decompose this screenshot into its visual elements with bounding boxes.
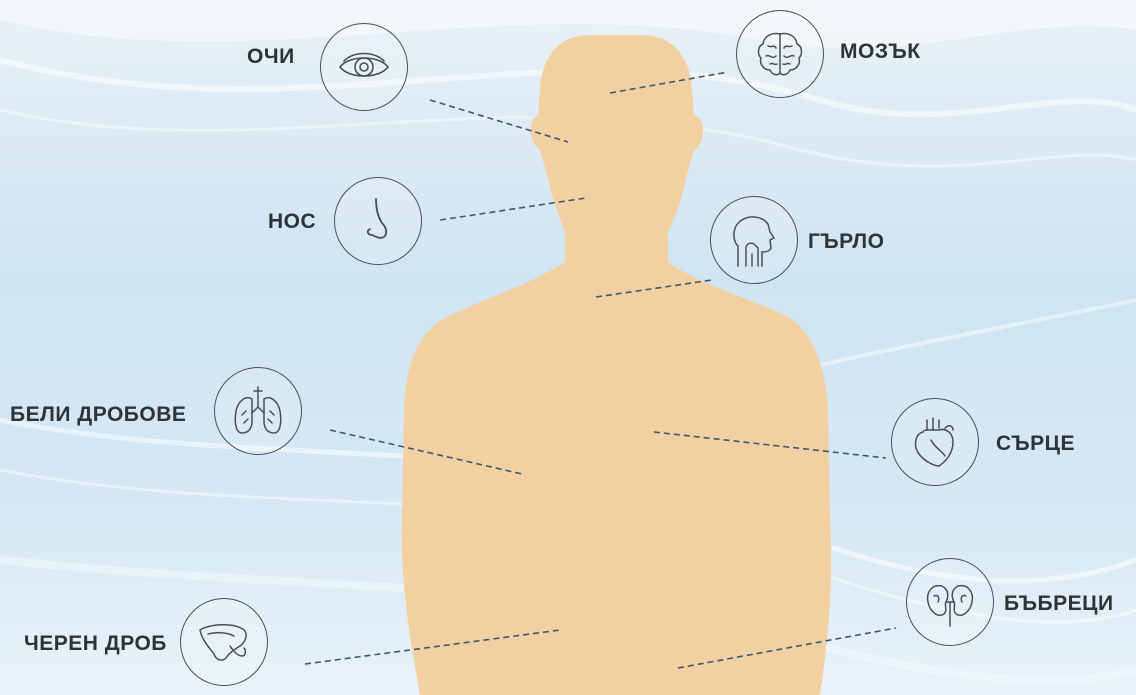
circle-liver	[180, 598, 268, 686]
circle-nose	[334, 177, 422, 265]
heart-icon	[905, 412, 965, 472]
throat-icon	[724, 210, 784, 270]
circle-heart	[891, 398, 979, 486]
connector-eyes	[430, 100, 568, 142]
connector-nose	[440, 198, 586, 220]
circle-eyes	[320, 23, 408, 111]
circle-kidneys	[906, 558, 994, 646]
label-liver: ЧЕРЕН ДРОБ	[24, 632, 167, 656]
connector-kidneys	[678, 628, 896, 668]
circle-lungs	[214, 367, 302, 455]
liver-icon	[194, 612, 254, 672]
circle-throat	[710, 196, 798, 284]
nose-icon	[348, 191, 408, 251]
label-throat: ГЪРЛО	[808, 230, 884, 254]
label-brain: МОЗЪК	[840, 40, 921, 64]
circle-brain	[736, 10, 824, 98]
lungs-icon	[228, 381, 288, 441]
label-nose: НОС	[268, 210, 316, 234]
eye-icon	[334, 37, 394, 97]
brain-icon	[750, 24, 810, 84]
connector-lungs	[330, 430, 522, 474]
label-lungs: БЕЛИ ДРОБОВЕ	[10, 403, 186, 427]
kidneys-icon	[920, 572, 980, 632]
connector-heart	[654, 432, 886, 458]
connector-brain	[610, 72, 728, 93]
connector-throat	[596, 280, 712, 297]
label-kidneys: БЪБРЕЦИ	[1004, 592, 1114, 616]
label-eyes: ОЧИ	[247, 45, 295, 69]
label-heart: СЪРЦЕ	[996, 432, 1075, 456]
connector-liver	[305, 630, 560, 664]
